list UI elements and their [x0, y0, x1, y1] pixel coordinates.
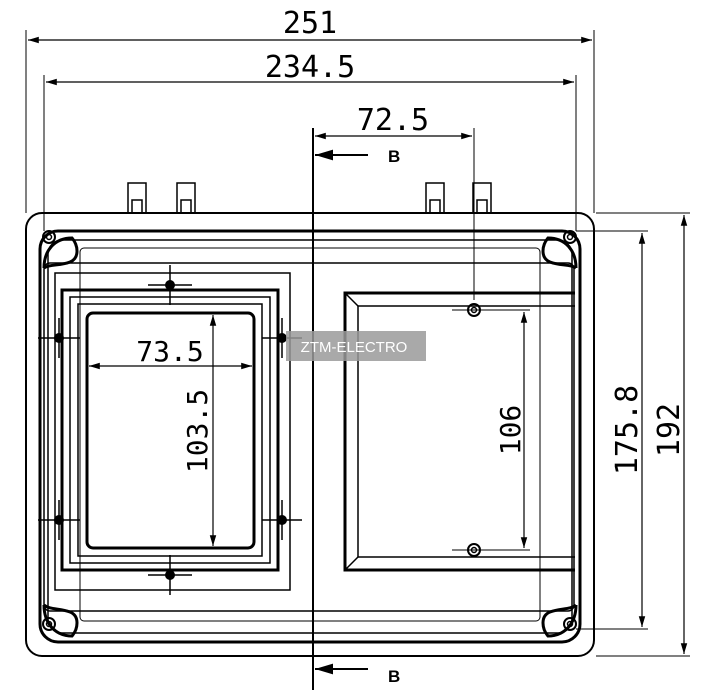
corner-boss-tr — [541, 236, 578, 270]
mounting-hole-icon — [563, 230, 577, 244]
hinge-tab — [425, 182, 445, 213]
clip-screw-icon — [165, 570, 175, 580]
dimension-overall-width: 251 — [25, 6, 595, 213]
corner-bosses — [42, 236, 578, 638]
dimension-label: 234.5 — [265, 50, 355, 85]
outer-flange — [25, 212, 595, 657]
watermark-text: ZTM-ELECTRO — [301, 339, 408, 356]
enclosure-body — [25, 212, 595, 657]
clip-screw-icon — [54, 515, 64, 525]
compartment-outline — [343, 291, 575, 572]
dimension-window-width: 73.5 — [89, 335, 252, 370]
section-label-top: B — [388, 147, 400, 166]
compartment-bevel — [344, 292, 359, 307]
dimension-overall-height: 192 — [596, 212, 690, 657]
mounting-hole-icon — [42, 617, 56, 631]
right-compartment — [343, 291, 575, 572]
mounting-hole-icon — [563, 617, 577, 631]
housing-rib-inner — [79, 247, 541, 622]
mounting-hole-icon — [42, 230, 56, 244]
hinge-tab — [176, 182, 196, 213]
window-frame-outer — [54, 272, 291, 591]
dimension-inner-width: 234.5 — [43, 50, 577, 231]
clip-screw-icon — [165, 280, 175, 290]
dimension-label: 106 — [494, 405, 527, 456]
corner-boss-tl — [42, 236, 79, 270]
mounting-holes — [42, 230, 577, 631]
dimension-label: 251 — [283, 6, 337, 41]
compartment-inner — [357, 305, 575, 558]
left-window-assembly — [38, 265, 302, 595]
dimension-label: 72.5 — [357, 103, 429, 138]
clip-screw-icon — [54, 333, 64, 343]
corner-boss-bl — [42, 603, 79, 638]
housing-outline — [38, 229, 582, 644]
dimension-offset-to-holes: 72.5 — [315, 103, 475, 300]
window-glass — [85, 311, 256, 550]
dimension-hole-spacing: 106 — [490, 309, 530, 551]
watermark-box — [286, 331, 426, 361]
clip-screw-icon — [277, 515, 287, 525]
dimension-label: 103.5 — [181, 389, 214, 473]
window-frame — [60, 288, 280, 572]
hinge-tab — [472, 182, 492, 213]
dimension-label: 192 — [652, 403, 687, 457]
dimension-window-height: 103.5 — [181, 315, 217, 546]
compartment-bevel — [344, 556, 359, 571]
dimension-inner-height: 175.8 — [576, 230, 648, 630]
mounting-hole-icon — [45, 233, 53, 241]
hinge-tabs — [127, 182, 492, 213]
watermark: ZTM-ELECTRO — [286, 331, 426, 361]
section-label-bottom: B — [388, 667, 400, 686]
corner-boss-br — [541, 603, 578, 638]
window-clips — [38, 265, 302, 595]
hinge-tab — [127, 182, 147, 213]
dimension-label: 175.8 — [610, 385, 645, 475]
housing-inner-wall — [47, 239, 573, 634]
section-line: B B — [312, 128, 400, 690]
mounting-hole-icon — [566, 233, 574, 241]
dimension-label: 73.5 — [136, 335, 203, 368]
housing-rib — [43, 262, 575, 612]
mounting-hole-icon — [566, 620, 574, 628]
clip-screw-icon — [277, 333, 287, 343]
din-rail-holes — [452, 303, 496, 557]
mounting-hole-icon — [45, 620, 53, 628]
